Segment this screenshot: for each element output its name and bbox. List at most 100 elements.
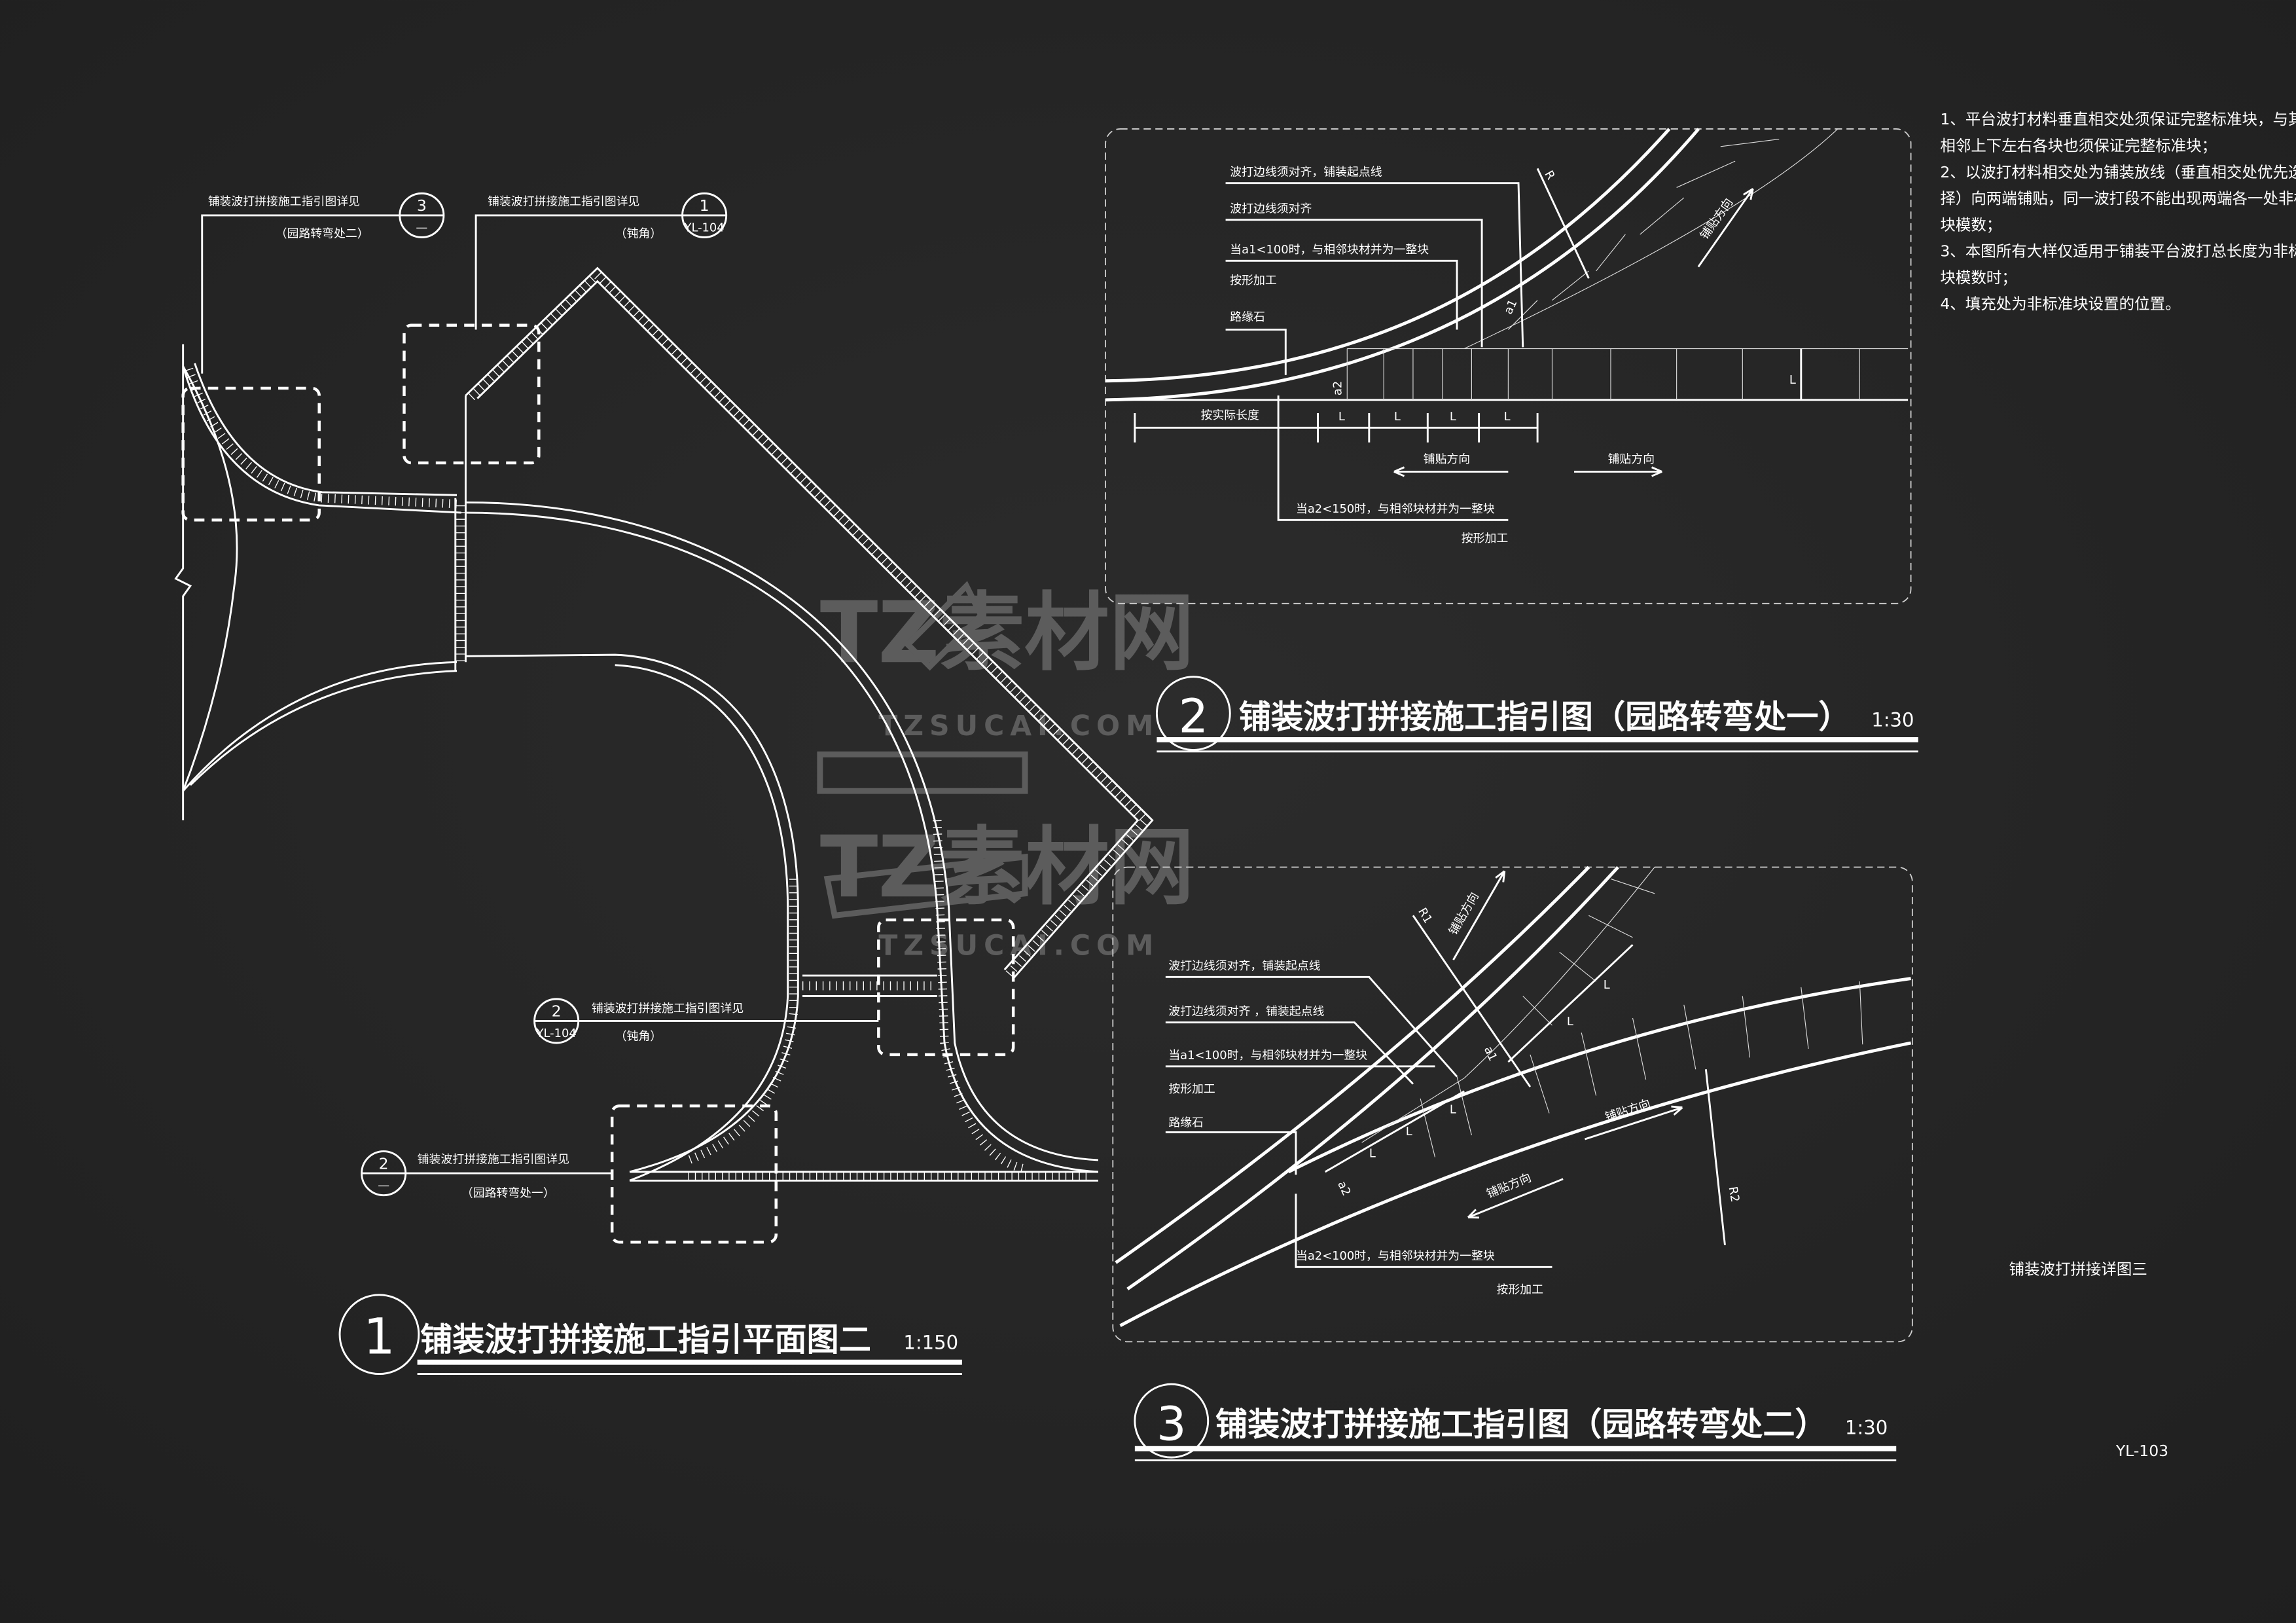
label-text: a2 (1331, 381, 1344, 395)
drawing-line (465, 511, 1099, 1173)
detail-area-box[interactable] (403, 323, 541, 465)
drawing-line (1165, 1131, 1297, 1175)
label-a1-rule: 当a1<100时，与相邻块材并为一整块 (1168, 1049, 1367, 1063)
callout-circle (399, 192, 445, 238)
drawing-line (1536, 168, 1590, 279)
callout-detail-3[interactable]: 铺装波打拼接施工指引图详见 （园路转弯处二） 3 — (201, 192, 445, 374)
drawing-line (1277, 395, 1509, 521)
drawing-line (182, 365, 461, 514)
detail-area-box[interactable] (181, 386, 321, 522)
label-curb: 路缘石 (1230, 310, 1265, 324)
label-direction: 铺贴方向 (1424, 452, 1470, 466)
label-text: 1 (700, 196, 709, 215)
detail-3-title: 3 铺装波打拼接施工指引图（园路转弯处二） 1:30 (1134, 1383, 1897, 1462)
label-a2-shape: 按形加工 (1496, 1283, 1543, 1297)
drawing-line (465, 266, 1154, 979)
drawing-line (1361, 867, 1655, 1143)
drawing-line (1584, 1105, 1683, 1140)
drawing-line (1225, 182, 1524, 348)
label-align: 波打边线须对齐 (1230, 202, 1312, 215)
callout-detail-2-chamfer[interactable]: 铺装波打拼接施工指引图详见 （钝角） 2 YL-104 (533, 998, 879, 1044)
callout-detail-1[interactable]: 铺装波打拼接施工指引图详见 （钝角） 1 YL-104 (475, 192, 728, 330)
note-line: 相邻上下左右各块也须保证完整标准块； (1940, 137, 2217, 155)
callout-detail-2-turn[interactable]: 铺装波打拼接施工指引图详见 （园路转弯处一） 2 — (361, 1150, 613, 1200)
detail-area-box[interactable] (877, 918, 1015, 1057)
drawing-line (1134, 412, 1539, 443)
drawing-line (1452, 870, 1506, 960)
drawing-line (465, 653, 799, 1173)
sheet-number: YL-103 (2115, 1442, 2168, 1460)
label-curb: 路缘石 (1168, 1116, 1204, 1130)
label-text: — (416, 221, 427, 235)
label-a2-rule: 当a2<100时，与相邻块材并为一整块 (1296, 1249, 1495, 1263)
drawing-line (194, 363, 457, 496)
note-line: 1、平台波打材料垂直相交处须保证完整标准块，与其 (1940, 110, 2296, 128)
label-a1-rule: 当a1<100时，与相邻块材并为一整块 (1230, 243, 1429, 257)
label-align-start: 波打边线须对齐，铺装起点线 (1168, 959, 1320, 973)
drawing-line (1225, 259, 1458, 330)
watermark-url: TZSUCAI.COM (878, 930, 1159, 962)
drawing-line (475, 214, 726, 330)
callout-circle (681, 192, 728, 238)
label-text: 铺装波打拼接施工指引图详见 (208, 194, 360, 208)
callout-circle (1155, 676, 1231, 751)
label-align-start: 波打边线须对齐 ，铺装起点线 (1168, 1004, 1324, 1018)
label-text: 2 (1179, 689, 1209, 744)
sheet-caption: 铺装波打拼接详图三 (2009, 1260, 2147, 1278)
drawing-line (1105, 128, 1700, 402)
label-text: 1:150 (903, 1332, 958, 1354)
label-text: 铺装波打拼接施工指引平面图二 (420, 1321, 871, 1359)
site-boundary-break-line (174, 344, 192, 820)
drawing-line (1126, 866, 1619, 1290)
label-text: YL-104 (684, 221, 725, 235)
note-line: 3、本图所有大样仅适用于铺装平台波打总长度为非标准 (1940, 242, 2296, 261)
label-text: L (1567, 1015, 1573, 1029)
detail-2-drawing: 波打边线须对齐，铺装起点线 波打边线须对齐 当a1<100时，与相邻块材并为一整… (1105, 128, 1918, 753)
label-text: 1 (363, 1307, 395, 1365)
drawing-line (1347, 128, 1909, 350)
label-text: — (378, 1179, 389, 1193)
note-line: 块模数； (1940, 215, 2001, 234)
callout-circle (1134, 1383, 1210, 1459)
curb-line (1105, 128, 1671, 383)
label-text: 2 (552, 1002, 562, 1021)
note-line: 4、填充处为非标准块设置的位置。 (1940, 295, 2180, 313)
label-align-start: 波打边线须对齐，铺装起点线 (1230, 166, 1382, 179)
watermark-url: TZSUCAI.COM (878, 710, 1159, 742)
drawing-line (189, 670, 457, 786)
drawing-line (1393, 466, 1509, 477)
drawing-line (1165, 1021, 1414, 1085)
label-text: R2 (1726, 1186, 1742, 1203)
drawing-line (201, 214, 444, 374)
general-notes: 1、平台波打材料垂直相交处须保证完整标准块，与其 相邻上下左右各块也须保证完整标… (1940, 110, 2296, 313)
drawing-line (1165, 976, 1458, 1078)
watermark-brand: TZ素材网 (820, 583, 1194, 682)
watermark-brand: TZ素材网 (820, 818, 1194, 917)
drawing-line (182, 365, 238, 792)
drawing-line (182, 661, 457, 792)
drawing-line (1420, 981, 1863, 1158)
label-text: L (1369, 1146, 1376, 1160)
plan-title: 1 铺装波打拼接施工指引平面图二 1:150 (338, 1294, 962, 1376)
watermark-logo (817, 581, 1028, 919)
drawing-line (802, 974, 937, 997)
note-line: 择）向两端铺贴，同一波打段不能出现两端各一处非标准 (1940, 189, 2296, 208)
drawing-line (1704, 1069, 1726, 1245)
label-text: 2 (379, 1154, 389, 1173)
label-a2-rule: 当a2<150时，与相邻块材并为一整块 (1296, 502, 1495, 516)
drawing-line (1287, 977, 1911, 1174)
label-text: L (1394, 410, 1401, 424)
label-text: 1:30 (1845, 1416, 1888, 1438)
drawing-line (454, 395, 467, 671)
label-text: 铺装波打拼接施工指引图详见 (592, 1002, 744, 1015)
label-text: L (1604, 978, 1610, 992)
note-line: 块模数时； (1940, 268, 2017, 287)
label-text: （钝角） (615, 1030, 662, 1044)
label-text: 铺装波打拼接施工指引图（园路转弯处一） (1239, 698, 1851, 736)
label-text: YL-104 (536, 1027, 577, 1040)
drawing-line (1412, 915, 1532, 1087)
label-text: L (1450, 410, 1456, 424)
label-text: （钝角） (615, 227, 662, 241)
label-direction: 铺贴方向 (1607, 452, 1655, 466)
